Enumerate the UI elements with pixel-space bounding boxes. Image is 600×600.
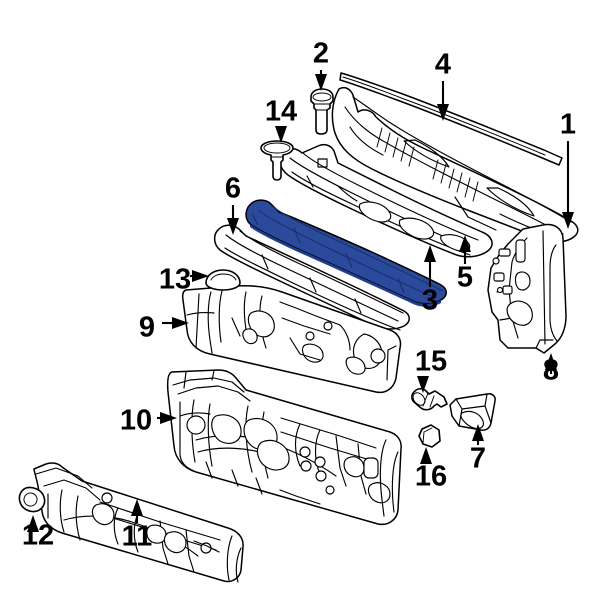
callout-leader-7: [472, 424, 484, 445]
part-1-cowl-grille-panel: [331, 86, 579, 243]
part-2-bolt: [310, 88, 334, 135]
callout-leader-5: [459, 235, 471, 264]
callout-label-1: 1: [560, 109, 576, 141]
callout-leader-3: [424, 245, 436, 287]
callout-leader-8: [545, 353, 557, 374]
callout-label-12: 12: [22, 520, 54, 552]
callout-label-11: 11: [122, 521, 153, 553]
part-9-dash-panel-upper: [181, 285, 402, 394]
callout-label-13: 13: [159, 264, 191, 296]
callout-leader-4: [437, 81, 449, 121]
callout-leader-12: [27, 515, 39, 532]
part-7-bracket: [449, 393, 496, 431]
callout-label-8: 8: [543, 355, 559, 387]
part-3-cowl-reinforcement: [213, 224, 410, 331]
part-11-dash-panel-lower: [33, 462, 244, 583]
callout-label-16: 16: [415, 461, 447, 493]
callout-label-15: 15: [415, 346, 447, 378]
callout-label-10: 10: [120, 405, 152, 437]
part-5-cowl-top-panel: [278, 143, 493, 258]
part-13-oval-plug: [205, 269, 241, 291]
part-4-weatherstrip-seal: [339, 72, 563, 166]
callout-leader-16: [420, 447, 432, 464]
callout-leader-10: [157, 412, 177, 424]
callout-label-14: 14: [265, 96, 297, 128]
callout-label-6: 6: [225, 173, 241, 205]
callout-leader-15: [417, 376, 429, 393]
callout-leader-14: [275, 126, 287, 143]
callout-leader-11: [131, 499, 143, 523]
callout-leader-13: [190, 270, 209, 282]
callout-leader-6: [227, 205, 239, 235]
callout-label-3: 3: [422, 285, 438, 317]
part-8-cowl-side-panel: [487, 223, 567, 354]
part-16-nut: [418, 424, 441, 448]
callout-leader-2: [315, 70, 327, 91]
callout-label-7: 7: [470, 443, 486, 475]
callout-label-2: 2: [313, 38, 329, 70]
callout-label-4: 4: [435, 49, 451, 81]
callout-label-5: 5: [457, 262, 473, 294]
part-12-grommet-plug: [18, 486, 46, 513]
part-15-bolt: [411, 387, 448, 411]
part-10-dash-panel-main: [166, 369, 402, 526]
callout-leader-9: [162, 317, 189, 329]
callout-label-9: 9: [139, 312, 155, 344]
part-6-highlighted-cowl-panel: [245, 199, 447, 307]
part-14-push-pin-clip: [260, 140, 294, 181]
callout-leader-1: [562, 141, 574, 229]
